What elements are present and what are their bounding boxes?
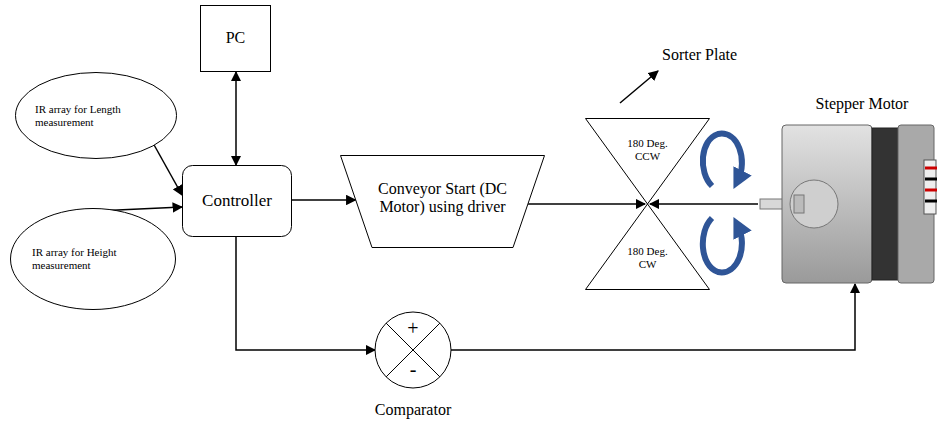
node-text: Conveyor Start (DC Motor) using driver <box>370 161 515 235</box>
rotation-arrow-cw <box>703 218 742 272</box>
conveyor-trapezoid: Conveyor Start (DC Motor) using driver <box>340 155 545 248</box>
sensor-ellipse: IR array for Height measurement <box>10 208 176 310</box>
connector-arrow <box>235 72 237 165</box>
stepper-motor: Stepper Motor <box>758 92 938 292</box>
node-text: Stepper Motor <box>794 92 930 116</box>
node-text: IR array for Height measurement <box>32 234 154 284</box>
pc-box: PC <box>200 5 271 72</box>
part-label: Sorter Plate <box>662 46 737 64</box>
connector-arrow <box>153 143 182 195</box>
sorter-leader <box>620 71 658 103</box>
connector-arrow <box>650 203 758 205</box>
node-outline <box>758 92 938 292</box>
connector-arrow <box>292 199 356 201</box>
node-text: PC <box>200 5 271 72</box>
connector-arrow <box>528 203 645 205</box>
node-text: Controller <box>182 165 292 237</box>
node-text: - <box>403 357 423 381</box>
node-text: 180 Deg. CW <box>620 240 676 276</box>
node-text: + <box>403 316 423 340</box>
sorter-plate: 180 Deg. CCW 180 Deg. CW <box>585 118 710 290</box>
connector-arrow <box>236 237 375 350</box>
controller-box: Controller <box>182 165 292 237</box>
connector-arrow <box>451 284 855 350</box>
node-text: Comparator <box>358 398 468 422</box>
comparator-circle: + - Comparator <box>358 310 468 425</box>
rotation-arrow-ccw <box>703 134 742 186</box>
node-text: 180 Deg. CCW <box>620 132 676 168</box>
node-text: IR array for Length measurement <box>35 90 157 141</box>
sensor-ellipse: IR array for Length measurement <box>15 72 177 159</box>
